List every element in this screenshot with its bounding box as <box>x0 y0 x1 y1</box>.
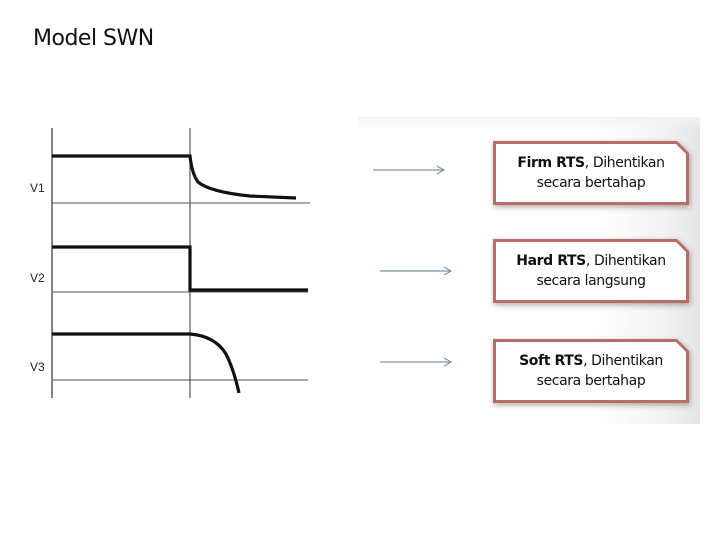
firm-rts-line2: secara bertahap <box>536 175 646 191</box>
hard-rts-box: Hard RTS, Dihentikan secara langsung <box>493 239 689 303</box>
waveform-diagram: V1 V2 V3 <box>20 114 320 404</box>
firm-rts-line1: Firm RTS, Dihentikan <box>517 153 664 173</box>
v2-trace <box>52 245 308 292</box>
v2-label: V2 <box>30 271 45 285</box>
arrow-right-icon <box>380 357 453 367</box>
firm-rts-desc: , Dihentikan <box>584 155 665 171</box>
soft-rts-term: Soft RTS <box>519 353 584 369</box>
v3-trace <box>52 332 241 394</box>
soft-rts-line1: Soft RTS, Dihentikan <box>519 351 663 371</box>
v1-trace <box>52 154 297 200</box>
graph-v1: V1 <box>30 154 310 204</box>
hard-rts-line2: secara langsung <box>536 273 646 289</box>
waveform-graphs: V1 V2 V3 <box>30 128 310 398</box>
graph-v3: V3 <box>30 332 308 394</box>
firm-rts-term: Firm RTS <box>517 155 585 171</box>
hard-rts-line1: Hard RTS, Dihentikan <box>516 251 665 271</box>
firm-rts-box: Firm RTS, Dihentikan secara bertahap <box>493 141 689 205</box>
slide-title: Model SWN <box>33 26 154 51</box>
v3-label: V3 <box>30 360 45 374</box>
hard-rts-term: Hard RTS <box>516 253 586 269</box>
arrow-right-icon <box>380 266 453 276</box>
soft-rts-box: Soft RTS, Dihentikan secara bertahap <box>493 339 689 403</box>
soft-rts-desc: , Dihentikan <box>583 353 663 369</box>
arrow-right-icon <box>373 165 446 175</box>
v1-label: V1 <box>30 181 45 195</box>
soft-rts-line2: secara bertahap <box>536 373 646 389</box>
hard-rts-desc: , Dihentikan <box>585 253 666 269</box>
graph-v2: V2 <box>30 245 308 293</box>
